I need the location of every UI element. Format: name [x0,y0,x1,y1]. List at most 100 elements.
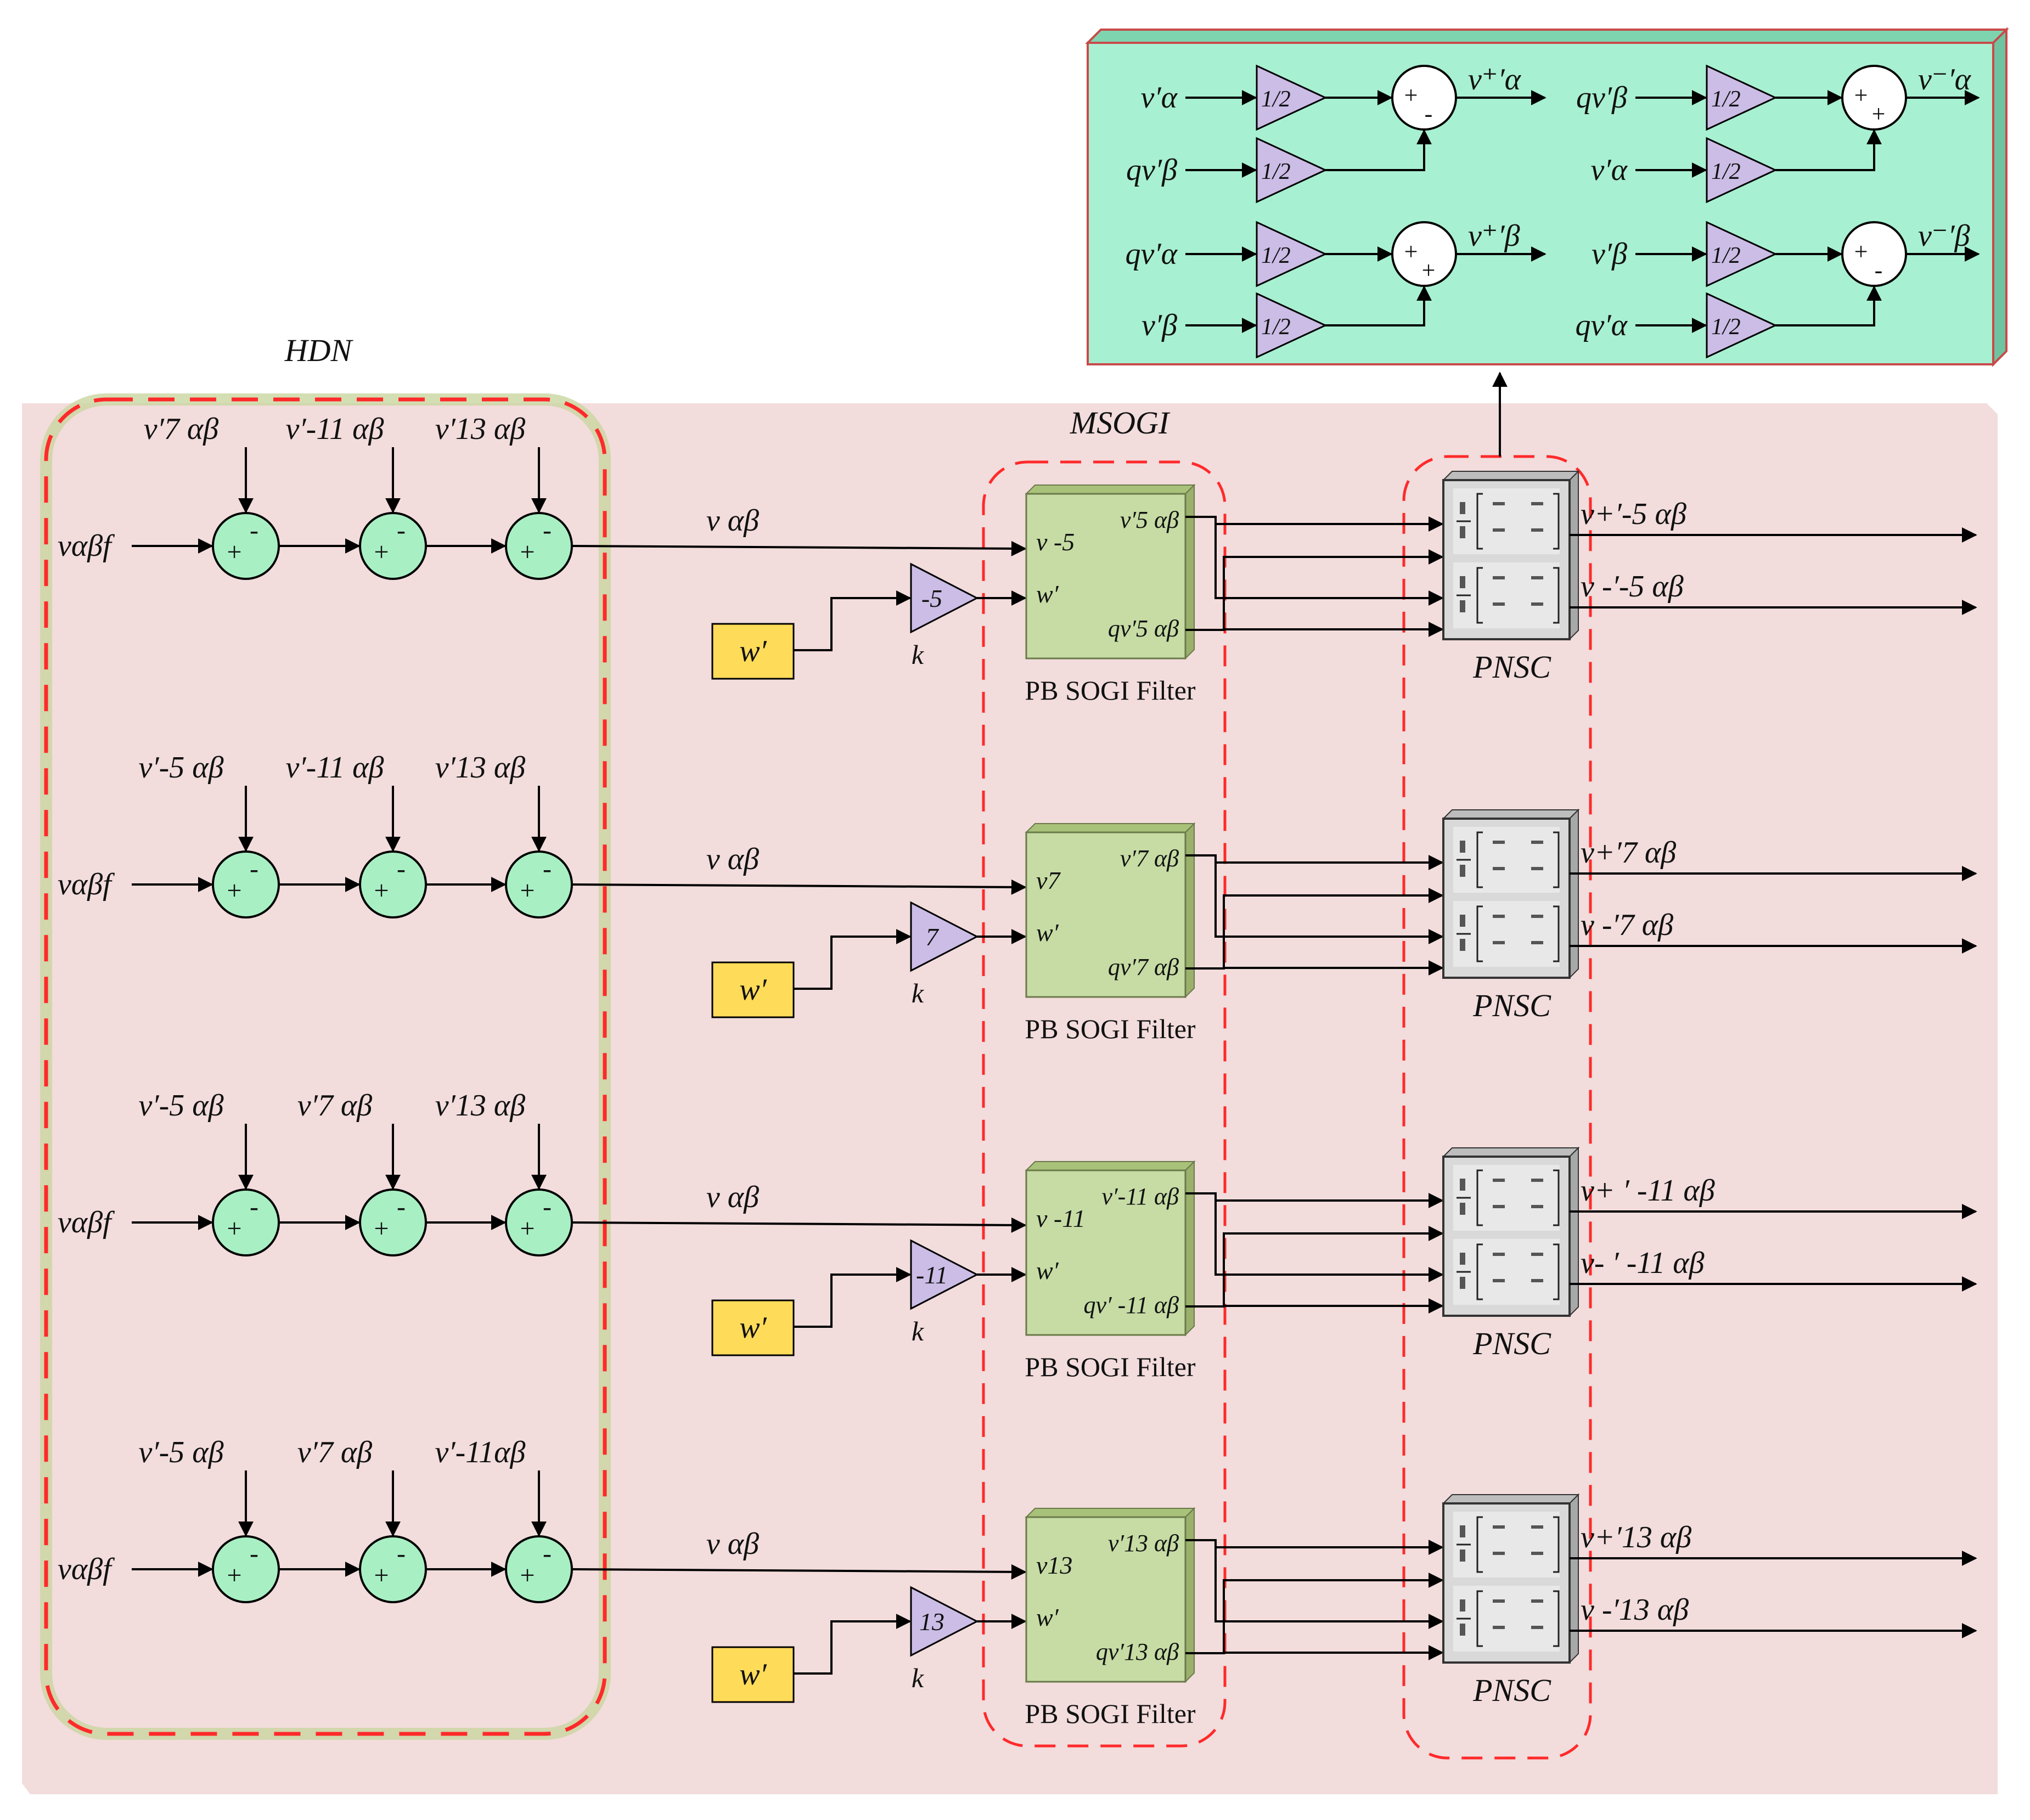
w-to-gain-wire [794,590,912,651]
pnsc-caption: PNSC [1472,649,1551,685]
sogi-filter-caption: PB SOGI Filter [1025,675,1196,706]
gain-value: -5 [921,584,942,612]
hdn-input-label: v′-11 αβ [286,751,384,785]
hdn-vabf-label: vαβf [58,1205,115,1239]
detail-output-label: v⁻′β [1918,219,1970,253]
output-positive-label: v+′-5 αβ [1581,497,1686,531]
w-to-gain-wire [794,1267,912,1328]
sogi-input-w-label: w′ [1036,919,1059,946]
output-positive-label: v+ ′ -11 αβ [1581,1174,1715,1208]
sogi-to-pnsc-wire [1214,863,1444,944]
sogi-to-pnsc-wire [1223,1573,1444,1653]
plus-sign: + [374,1214,389,1243]
hdn-vabf-label: vαβf [58,867,115,901]
hdn-input-label: v′7 αβ [144,412,219,446]
hdn-sum-node: +- [359,1535,427,1603]
hdn-label: HDN [284,333,354,368]
pnsc-matrix-glyph [1453,488,1560,554]
detail-half-label: 1/2 [1711,243,1741,268]
hdn-input-label: v′7 αβ [297,1435,373,1469]
sogi-to-pnsc-wire [1223,549,1444,629]
output-negative-label: v -′7 αβ [1581,908,1673,942]
pnsc-matrix-glyph [1453,1512,1560,1577]
output-negative-label: v -′-5 αβ [1581,570,1684,604]
minus-sign: - [250,854,258,883]
hdn-sum-node: +- [212,512,280,580]
detail-output-label: v⁺′β [1468,219,1520,253]
gain-k-label: k [912,978,924,1008]
sogi-to-pnsc-wire [1214,1201,1444,1282]
sogi-filter-caption: PB SOGI Filter [1025,1013,1196,1044]
detail-sign-1: + [1404,238,1418,265]
hdn-sum-node: +- [212,1535,280,1603]
minus-sign: - [250,1539,258,1568]
detail-half-gain [1256,64,1328,131]
w-prime-block [711,1299,795,1356]
sogi-filter-caption: PB SOGI Filter [1025,1351,1196,1382]
detail-half-gain [1706,64,1778,131]
gain-triangle [910,1239,979,1310]
pnsc-caption: PNSC [1472,1672,1551,1708]
pnsc-block [1442,1493,1580,1664]
background-panel [22,403,1998,1794]
hdn-input-label: v′13 αβ [435,751,526,785]
detail-input-1-label: v′α [1141,81,1178,115]
minus-sign: - [397,1539,406,1568]
plus-sign: + [227,537,241,566]
gain-k-label: k [912,1663,924,1693]
sogi-input-w-label: w′ [1036,1603,1059,1631]
detail-sum-node: ++ [1841,65,1907,131]
detail-half-gain [1706,137,1778,204]
detail-input-2-label: v′α [1591,153,1628,187]
hdn-vabf-label: vαβf [58,1552,115,1586]
detail-half-label: 1/2 [1711,314,1741,340]
minus-sign: - [543,854,552,883]
detail-gain-to-sum [1775,129,1882,171]
detail-half-label: 1/2 [1261,159,1291,184]
w-prime-label: w′ [739,1658,767,1692]
pnsc-matrix-glyph [1453,562,1560,628]
sogi-to-pnsc-wire [1185,854,1444,870]
sogi-output-qv-label: qv′ -11 αβ [1083,1292,1179,1318]
hdn-sum-node: +- [505,512,573,580]
sogi-to-pnsc-wire [1214,524,1444,606]
sogi-to-pnsc-wire [1185,1192,1444,1208]
minus-sign: - [397,1192,406,1221]
output-positive-label: v+′13 αβ [1581,1520,1691,1554]
hdn-sum-node: +- [505,1535,573,1603]
output-negative-label: v- ′ -11 αβ [1581,1246,1705,1280]
gain-triangle [910,901,979,972]
pnsc-detail-box [1085,27,2009,367]
plus-sign: + [520,1560,535,1590]
pnsc-matrix-glyph [1453,901,1560,967]
hdn-input-label: v′13 αβ [435,412,526,446]
plus-sign: + [374,1560,389,1590]
detail-half-label: 1/2 [1711,87,1741,112]
plus-sign: + [374,537,389,566]
sogi-input-v-label: v -5 [1036,528,1075,556]
detail-gain-to-sum [1325,285,1432,326]
hdn-input-label: v′-11 αβ [286,412,384,446]
hdn-input-label: v′-11αβ [435,1435,526,1469]
sogi-to-pnsc-wire [1185,622,1444,637]
sogi-output-qv-label: qv′5 αβ [1108,615,1179,642]
detail-sign-1: + [1854,238,1868,265]
hdn-sum-node: +- [212,1188,280,1256]
gain-value: 13 [919,1608,944,1636]
hdn-input-label: v′-5 αβ [138,1089,223,1123]
pnsc-block [1442,1146,1580,1317]
valphabeta-label: v αβ [706,1527,759,1561]
plus-sign: + [520,876,535,905]
hdn-sum-node: +- [212,850,280,919]
detail-input-1-label: v′β [1592,237,1627,271]
detail-half-label: 1/2 [1261,87,1291,112]
msogi-box [982,460,1227,1748]
detail-input-1-label: qv′β [1576,81,1627,115]
sogi-input-w-label: w′ [1036,1256,1059,1284]
plus-sign: + [227,876,241,905]
pnsc-matrix-glyph [1453,1239,1560,1305]
valphabeta-label: v αβ [706,1180,759,1214]
hdn-sum-node: +- [505,850,573,919]
hdn-sum-node: +- [359,1188,427,1256]
